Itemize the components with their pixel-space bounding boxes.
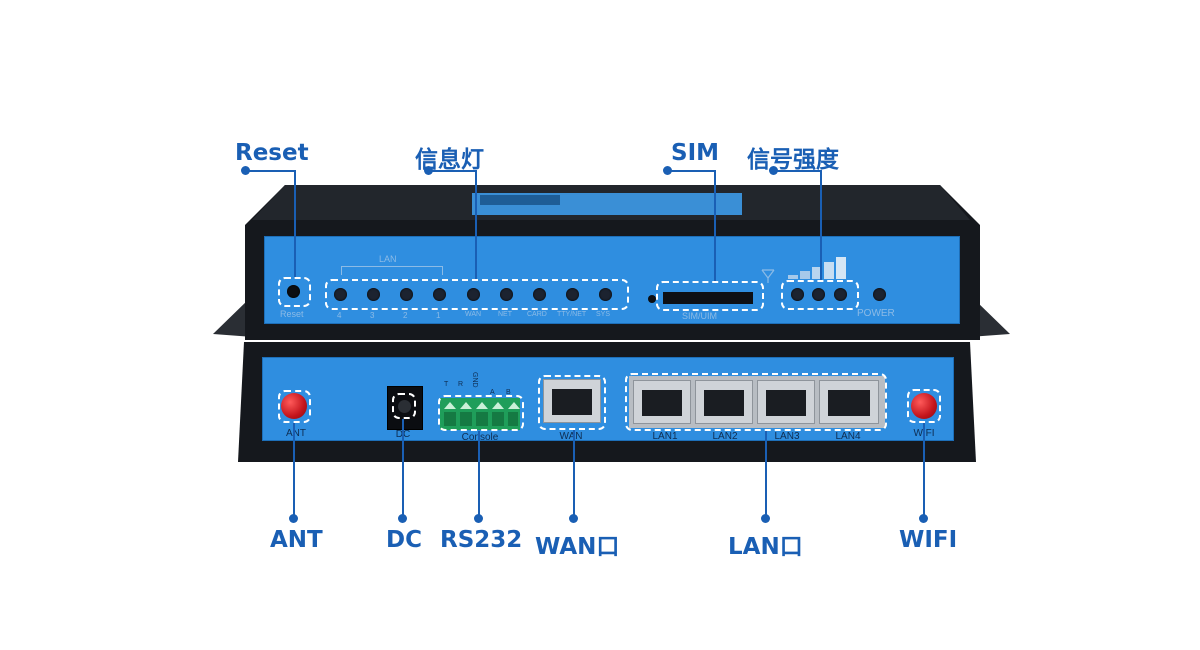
- sim-highlight: [656, 281, 764, 311]
- sim-panel-label: SIM/UIM: [682, 311, 717, 321]
- lan4-panel-label: LAN4: [835, 431, 861, 442]
- led-power: [873, 288, 886, 301]
- lan3-panel-label: LAN3: [774, 431, 800, 442]
- indicator-leader-h: [428, 170, 476, 172]
- lan2-port[interactable]: [695, 380, 753, 424]
- signal-leader-v: [820, 170, 822, 280]
- callout-wifi: WIFI: [899, 527, 958, 553]
- lan4-port[interactable]: [819, 380, 879, 424]
- led-signal-2: [812, 288, 825, 301]
- led-lan2: [400, 288, 413, 301]
- led-wan: [467, 288, 480, 301]
- callout-reset: Reset: [235, 140, 309, 166]
- wifi-leader: [923, 423, 925, 517]
- callout-rs232: RS232: [440, 527, 523, 553]
- sim-leader-v: [714, 170, 716, 281]
- ant-highlight: [278, 390, 311, 423]
- antenna-icon: [761, 269, 775, 283]
- ant-connector[interactable]: [281, 393, 307, 419]
- led-label-9: SYS: [596, 311, 611, 318]
- lan3-port[interactable]: [757, 380, 815, 424]
- callout-wan-port: WAN口: [535, 534, 620, 560]
- rs232-leader: [478, 431, 480, 517]
- sim-slot[interactable]: [663, 292, 753, 304]
- indicator-lights-highlight: [325, 279, 629, 310]
- callout-lan-port: LAN口: [728, 534, 803, 560]
- lan2-panel-label: LAN2: [712, 431, 738, 442]
- signal-bars-icon: [788, 257, 846, 279]
- wifi-connector[interactable]: [911, 393, 937, 419]
- dc-leader: [402, 419, 404, 517]
- led-label-8: TTY/NET: [557, 311, 587, 318]
- dc-leader-dot: [398, 514, 407, 523]
- ant-panel-label: ANT: [286, 428, 306, 439]
- led-tty: [566, 288, 579, 301]
- callout-indicator-lights: 信息灯: [415, 147, 484, 173]
- led-label-2: 3: [370, 311, 375, 320]
- lan-group-label: LAN: [379, 254, 397, 264]
- lan1-port[interactable]: [633, 380, 691, 424]
- lan-highlight: [625, 373, 887, 431]
- led-label-7: CARD: [527, 311, 547, 318]
- signal-strength-highlight: [781, 280, 859, 310]
- indicator-leader-v: [475, 170, 477, 279]
- reset-button-hole[interactable]: [287, 285, 300, 298]
- lan-bracket: [341, 266, 443, 275]
- rs232-highlight: [438, 395, 524, 431]
- lan-leader-dot: [761, 514, 770, 523]
- wan-panel-label: WAN: [559, 431, 583, 442]
- led-signal-3: [834, 288, 847, 301]
- wan-port[interactable]: [543, 379, 601, 423]
- wifi-leader-dot: [919, 514, 928, 523]
- top-sticker: [480, 195, 560, 205]
- callout-sim: SIM: [671, 140, 720, 166]
- console-pin-b: B: [506, 389, 511, 396]
- led-lan4: [334, 288, 347, 301]
- callout-signal-strength: 信号强度: [747, 147, 839, 173]
- led-lan1: [433, 288, 446, 301]
- wan-highlight: [538, 375, 606, 430]
- signal-leader-h: [773, 170, 822, 172]
- console-pin-gnd: GND: [471, 372, 478, 388]
- console-panel-label: Console: [450, 432, 510, 443]
- led-net: [500, 288, 513, 301]
- dc-highlight: [392, 393, 416, 419]
- ant-leader: [293, 423, 295, 517]
- led-label-3: 2: [403, 311, 408, 320]
- callout-dc: DC: [386, 527, 422, 553]
- reset-leader-h: [245, 170, 296, 172]
- console-pin-r: R: [458, 381, 464, 388]
- led-lan3: [367, 288, 380, 301]
- sim-eject-hole[interactable]: [648, 295, 656, 303]
- dc-jack-hole: [398, 400, 411, 413]
- led-signal-1: [791, 288, 804, 301]
- led-label-6: NET: [498, 311, 512, 318]
- wan-leader-dot: [569, 514, 578, 523]
- led-sys: [599, 288, 612, 301]
- callout-ant: ANT: [270, 527, 323, 553]
- power-label: POWER: [857, 308, 895, 319]
- console-terminal-block[interactable]: [440, 398, 520, 430]
- led-label-1: 4: [337, 311, 342, 320]
- lan-leader: [765, 431, 767, 517]
- sim-leader-h: [667, 170, 716, 172]
- reset-panel-label: Reset: [280, 309, 304, 319]
- wifi-highlight: [907, 389, 941, 423]
- led-label-4: 1: [436, 311, 441, 320]
- wan-leader: [573, 430, 575, 517]
- rs232-leader-dot: [474, 514, 483, 523]
- reset-highlight: [278, 277, 311, 307]
- reset-leader-v: [294, 170, 296, 277]
- console-pin-t: T: [444, 381, 449, 388]
- console-pin-a: A: [490, 389, 495, 396]
- led-card: [533, 288, 546, 301]
- ant-leader-dot: [289, 514, 298, 523]
- led-label-5: WAN: [465, 311, 482, 318]
- lan1-panel-label: LAN1: [652, 431, 678, 442]
